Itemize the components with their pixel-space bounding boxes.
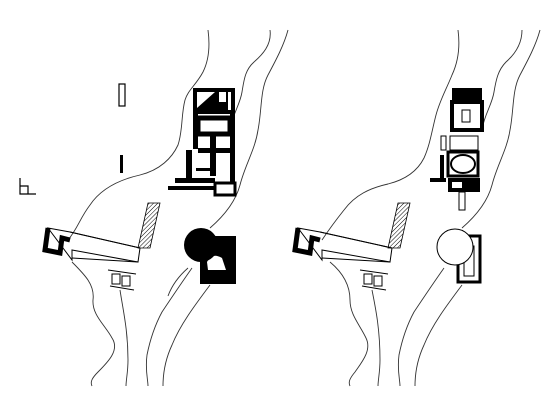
right-hatched-stair xyxy=(387,202,411,249)
right-contour-right-3 xyxy=(397,267,445,387)
right-walkway-edge-upper xyxy=(319,231,393,249)
right-block-5 xyxy=(448,178,480,192)
left-building-complex xyxy=(168,88,237,197)
left-walkway xyxy=(42,227,141,291)
right-block-3 xyxy=(449,135,479,151)
left-mid-core xyxy=(210,136,216,176)
left-tower xyxy=(184,228,236,284)
left-tower-circle xyxy=(184,228,218,262)
left-contour-right-4 xyxy=(162,284,211,387)
right-block-2 xyxy=(450,100,484,132)
right-contour-lower-2 xyxy=(371,289,381,387)
right-walkway-hook xyxy=(292,227,321,256)
right-thin-col-2 xyxy=(440,155,444,181)
right-pavilion-box-1 xyxy=(363,273,373,285)
right-contours xyxy=(321,29,541,387)
left-pavilion-box-2 xyxy=(121,275,131,287)
right-contour-right-1 xyxy=(481,29,523,131)
right-walkway-edge-lower xyxy=(321,257,391,263)
left-contour-right-5 xyxy=(167,267,189,297)
left-tower-cutout xyxy=(207,255,226,270)
left-top-block-window xyxy=(219,92,226,102)
left-pavilion-line-2 xyxy=(109,285,135,291)
left-hatched-stair xyxy=(137,202,161,249)
left-plan xyxy=(19,29,289,387)
right-building-complex xyxy=(430,88,484,211)
left-pavilion-line xyxy=(107,269,137,275)
left-mid-lower-wall xyxy=(186,150,192,180)
right-top-block xyxy=(452,88,482,102)
left-walkway-hook xyxy=(42,227,71,256)
left-top-block-gap xyxy=(228,92,231,110)
left-small-block-top xyxy=(118,83,126,107)
right-pavilion-line-2 xyxy=(361,285,387,291)
left-terrace-2 xyxy=(168,186,214,190)
left-walkway-edge-upper xyxy=(69,231,141,249)
left-contour-main xyxy=(67,29,210,241)
right-walkway xyxy=(292,227,393,291)
left-terrace-4 xyxy=(196,168,210,171)
left-terrace-3 xyxy=(213,181,237,197)
right-pavilion-box-2 xyxy=(373,275,383,287)
left-contour-right-1 xyxy=(229,29,271,131)
right-tower-circle xyxy=(436,228,474,266)
right-contour-right-4 xyxy=(414,284,463,387)
left-pavilion-box-1 xyxy=(111,273,121,285)
left-walkway-edge-lower xyxy=(71,257,139,263)
left-contour-lower-2 xyxy=(119,289,129,387)
right-plan xyxy=(292,29,541,387)
left-mid-wall-2 xyxy=(230,114,235,184)
right-block-2-inner xyxy=(461,109,471,123)
left-contour-lower xyxy=(71,261,116,387)
left-contour-right-2 xyxy=(209,29,289,229)
right-block-4-oval xyxy=(450,154,476,174)
right-contour-lower xyxy=(329,261,369,387)
right-block-5-gap xyxy=(452,182,462,188)
right-block-4 xyxy=(446,150,480,178)
left-mid-bar xyxy=(198,148,230,153)
right-pavilion-line xyxy=(359,269,389,275)
left-mid-box xyxy=(195,115,233,137)
left-terrace-1 xyxy=(175,178,215,183)
right-contour-right-2 xyxy=(461,29,541,229)
right-stem xyxy=(458,191,466,211)
left-small-block-mid xyxy=(120,155,123,173)
right-thin-col-1 xyxy=(440,135,447,151)
left-contour-right-3 xyxy=(145,267,193,387)
left-top-block-wedge xyxy=(197,92,215,108)
left-contours xyxy=(67,29,289,387)
right-tower xyxy=(436,228,482,284)
right-contour-main xyxy=(321,29,460,241)
right-terrace xyxy=(430,178,446,182)
left-small-sign xyxy=(19,178,36,195)
